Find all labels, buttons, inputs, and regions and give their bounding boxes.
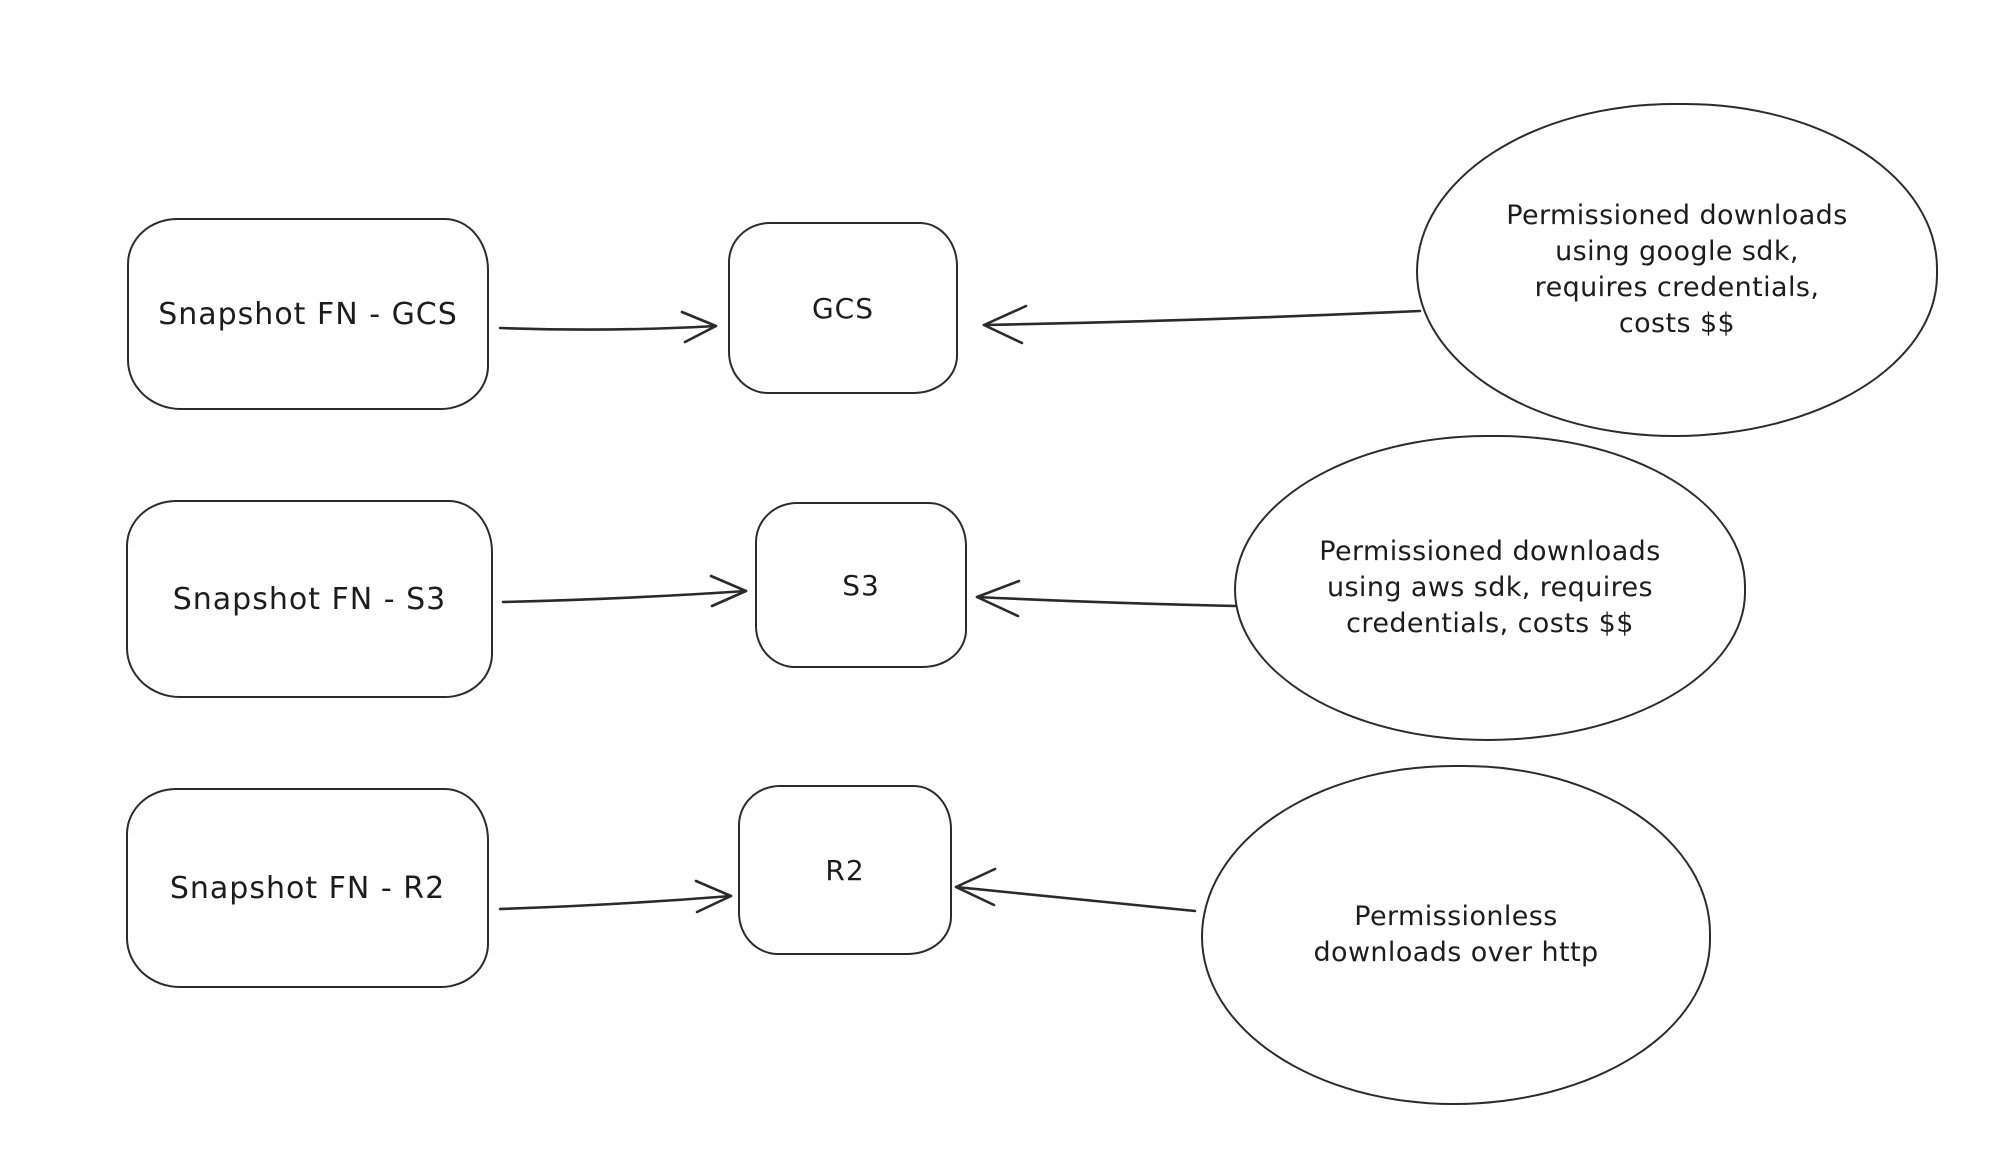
node-snapshot-fn-s3-label: Snapshot FN - S3: [172, 581, 447, 617]
arrow-snapshot-gcs-to-gcs: [498, 310, 718, 344]
node-snapshot-fn-gcs: Snapshot FN - GCS: [127, 218, 489, 410]
node-snapshot-fn-gcs-label: Snapshot FN - GCS: [158, 296, 458, 332]
note-gcs-text: Permissioned downloads using google sdk,…: [1506, 200, 1848, 339]
node-snapshot-fn-s3: Snapshot FN - S3: [126, 500, 493, 698]
node-gcs-label: GCS: [811, 291, 875, 325]
arrow-note-s3-to-s3: [975, 579, 1237, 618]
arrow-snapshot-r2-to-r2: [498, 879, 733, 914]
note-s3: Permissioned downloads using aws sdk, re…: [1234, 435, 1746, 741]
note-gcs: Permissioned downloads using google sdk,…: [1416, 103, 1938, 437]
note-s3-text: Permissioned downloads using aws sdk, re…: [1319, 536, 1661, 639]
arrow-snapshot-s3-to-s3: [501, 574, 748, 608]
node-snapshot-fn-r2-label: Snapshot FN - R2: [169, 870, 446, 906]
node-s3: S3: [755, 502, 967, 668]
note-r2: Permissionless downloads over http: [1201, 765, 1711, 1105]
node-gcs: GCS: [728, 222, 958, 394]
arrow-note-gcs-to-gcs: [982, 304, 1422, 345]
node-r2-label: R2: [825, 853, 865, 887]
note-r2-text: Permissionless downloads over http: [1313, 901, 1599, 968]
arrow-note-r2-to-r2: [954, 867, 1197, 913]
node-s3-label: S3: [842, 568, 880, 602]
node-snapshot-fn-r2: Snapshot FN - R2: [126, 788, 489, 988]
node-r2: R2: [738, 785, 952, 955]
